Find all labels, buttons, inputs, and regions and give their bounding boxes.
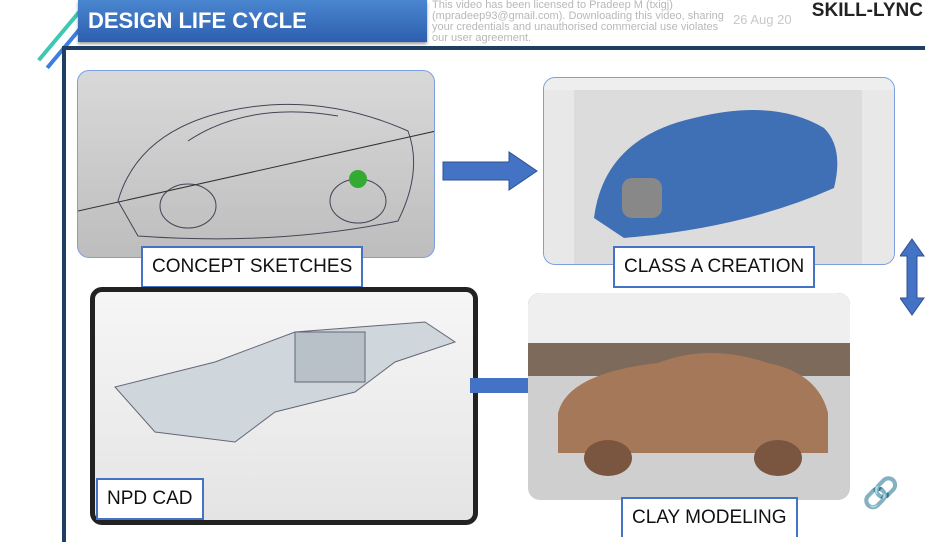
slide-title: DESIGN LIFE CYCLE: [78, 0, 427, 42]
concept-sketches-label: CONCEPT SKETCHES: [141, 246, 364, 288]
cad-part-render: [114, 321, 457, 443]
clay-model-image: [528, 293, 850, 500]
connector-line: [470, 378, 530, 393]
class-a-creation-label: CLASS A CREATION: [613, 246, 816, 288]
clay-modeling-label: CLAY MODELING: [621, 497, 798, 537]
watermark-text: This video has been licensed to Pradeep …: [432, 0, 724, 44]
frame-left-border: [62, 46, 66, 542]
chain-link-icon: 🔗: [862, 477, 900, 510]
frame-top-border: [62, 46, 925, 50]
npd-cad-label: NPD CAD: [96, 478, 204, 520]
watermark-date: 26 Aug 20: [733, 12, 792, 27]
clay-car-photo: [528, 293, 850, 476]
class-a-surface-image: [543, 77, 895, 265]
concept-sketch-image: [77, 70, 435, 258]
blue-car-render: [544, 78, 894, 264]
up-down-arrow-icon: [900, 238, 925, 316]
car-wireframe-sketch: [78, 103, 434, 240]
right-arrow-icon: [442, 151, 538, 191]
skill-lync-logo: SKILL-LYNC: [811, 0, 923, 21]
